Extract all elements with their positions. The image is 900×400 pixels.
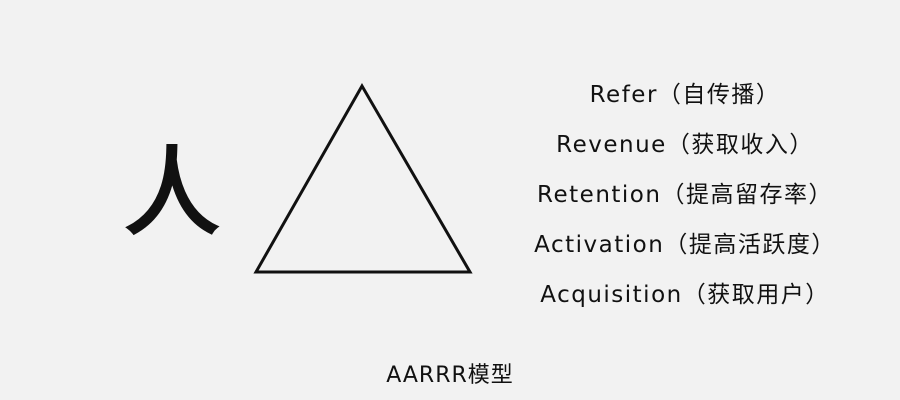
stage-refer: Refer（自传播） (589, 82, 781, 108)
person-glyph: 人 (124, 137, 220, 249)
stage-revenue: Revenue（获取收入） (556, 132, 814, 158)
triangle-outline (253, 82, 473, 274)
stage-acquisition: Acquisition（获取用户） (540, 282, 830, 308)
stage-retention: Retention（提高留存率） (537, 182, 833, 208)
stage-list: Refer（自传播） Revenue（获取收入） Retention（提高留存率… (500, 70, 870, 320)
diagram-caption: AARRR模型 (386, 363, 514, 388)
stage-activation: Activation（提高活跃度） (534, 232, 836, 258)
